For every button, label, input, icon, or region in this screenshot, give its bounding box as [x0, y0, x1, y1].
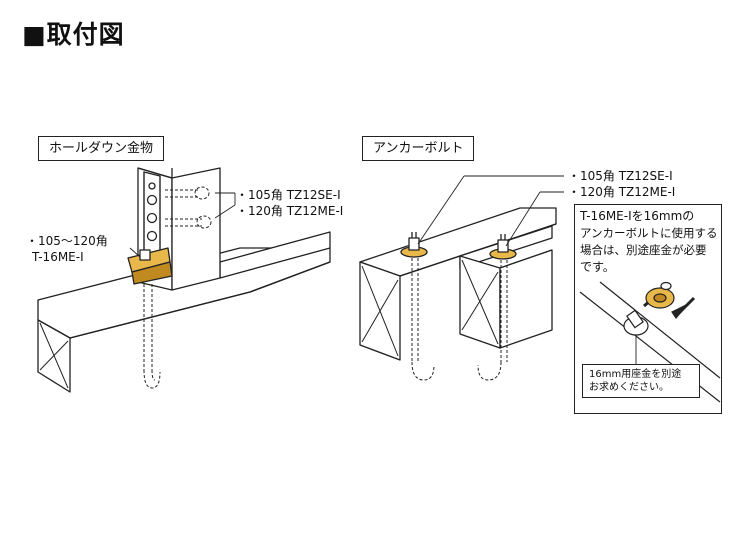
- anchor-note-2: ・120角 TZ12ME-I: [568, 185, 676, 199]
- anchor-note-1: ・105角 TZ12SE-I: [568, 169, 673, 183]
- callout-line-1: T-16ME-Iを16mmの: [580, 209, 695, 223]
- holddown-note-right-1: ・105角 TZ12SE-I: [236, 188, 341, 202]
- callout-line-4: です。: [580, 260, 615, 274]
- callout-note-line-2: お求めください。: [589, 382, 669, 393]
- callout-note-box: 16mm用座金を別途 お求めください。: [582, 364, 700, 398]
- page-title: ■取付図: [22, 20, 125, 49]
- anchor-label: アンカーボルト: [362, 136, 475, 161]
- holddown-label: ホールダウン金物: [38, 136, 165, 161]
- callout-line-3: 場合は、別途座金が必要: [580, 243, 707, 257]
- callout-line-2: アンカーボルトに使用する: [580, 226, 718, 240]
- holddown-post-side: [171, 167, 221, 291]
- holddown-note-right-2: ・120角 TZ12ME-I: [236, 204, 344, 218]
- holddown-note-left-2: T-16ME-I: [32, 250, 84, 264]
- callout-note-line-1: 16mm用座金を別途: [589, 369, 682, 380]
- holddown-note-left-1: ・105〜120角: [26, 234, 108, 248]
